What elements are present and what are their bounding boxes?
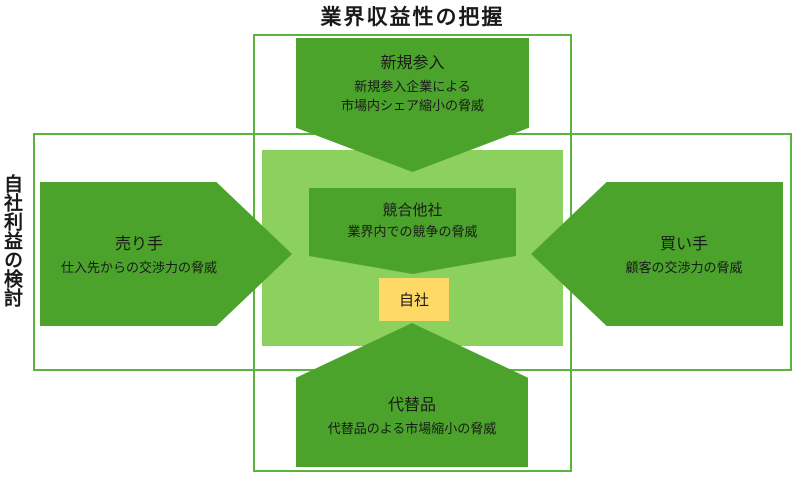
own-company-box: 自社 bbox=[379, 278, 449, 321]
buyers-heading: 買い手 bbox=[659, 235, 708, 253]
own-profit-title: 自社利益の検討 bbox=[1, 174, 22, 307]
rivals-threat: 業界内での競争の脅威 bbox=[347, 224, 478, 239]
sellers-threat: 仕入先からの交渉力の脅威 bbox=[60, 259, 217, 275]
substitutes-threat: 代替品のよる市場縮小の脅威 bbox=[327, 421, 497, 436]
industry-profitability-title: 業界収益性の把握 bbox=[320, 6, 505, 29]
sellers-heading: 売り手 bbox=[114, 235, 163, 253]
substitutes-heading: 代替品 bbox=[387, 397, 436, 414]
rivals-box: 競合他社 業界内での競争の脅威 bbox=[309, 188, 516, 274]
new-entrants-threat-line-1: 新規参入企業による bbox=[354, 79, 471, 94]
new-entrants-heading: 新規参入 bbox=[380, 55, 445, 72]
new-entrants-threat-line-2: 市場内シェア縮小の脅威 bbox=[340, 98, 484, 113]
own-company-label: 自社 bbox=[398, 292, 429, 309]
buyers-threat: 顧客の交渉力の脅威 bbox=[625, 259, 743, 275]
rivals-heading: 競合他社 bbox=[382, 202, 443, 219]
